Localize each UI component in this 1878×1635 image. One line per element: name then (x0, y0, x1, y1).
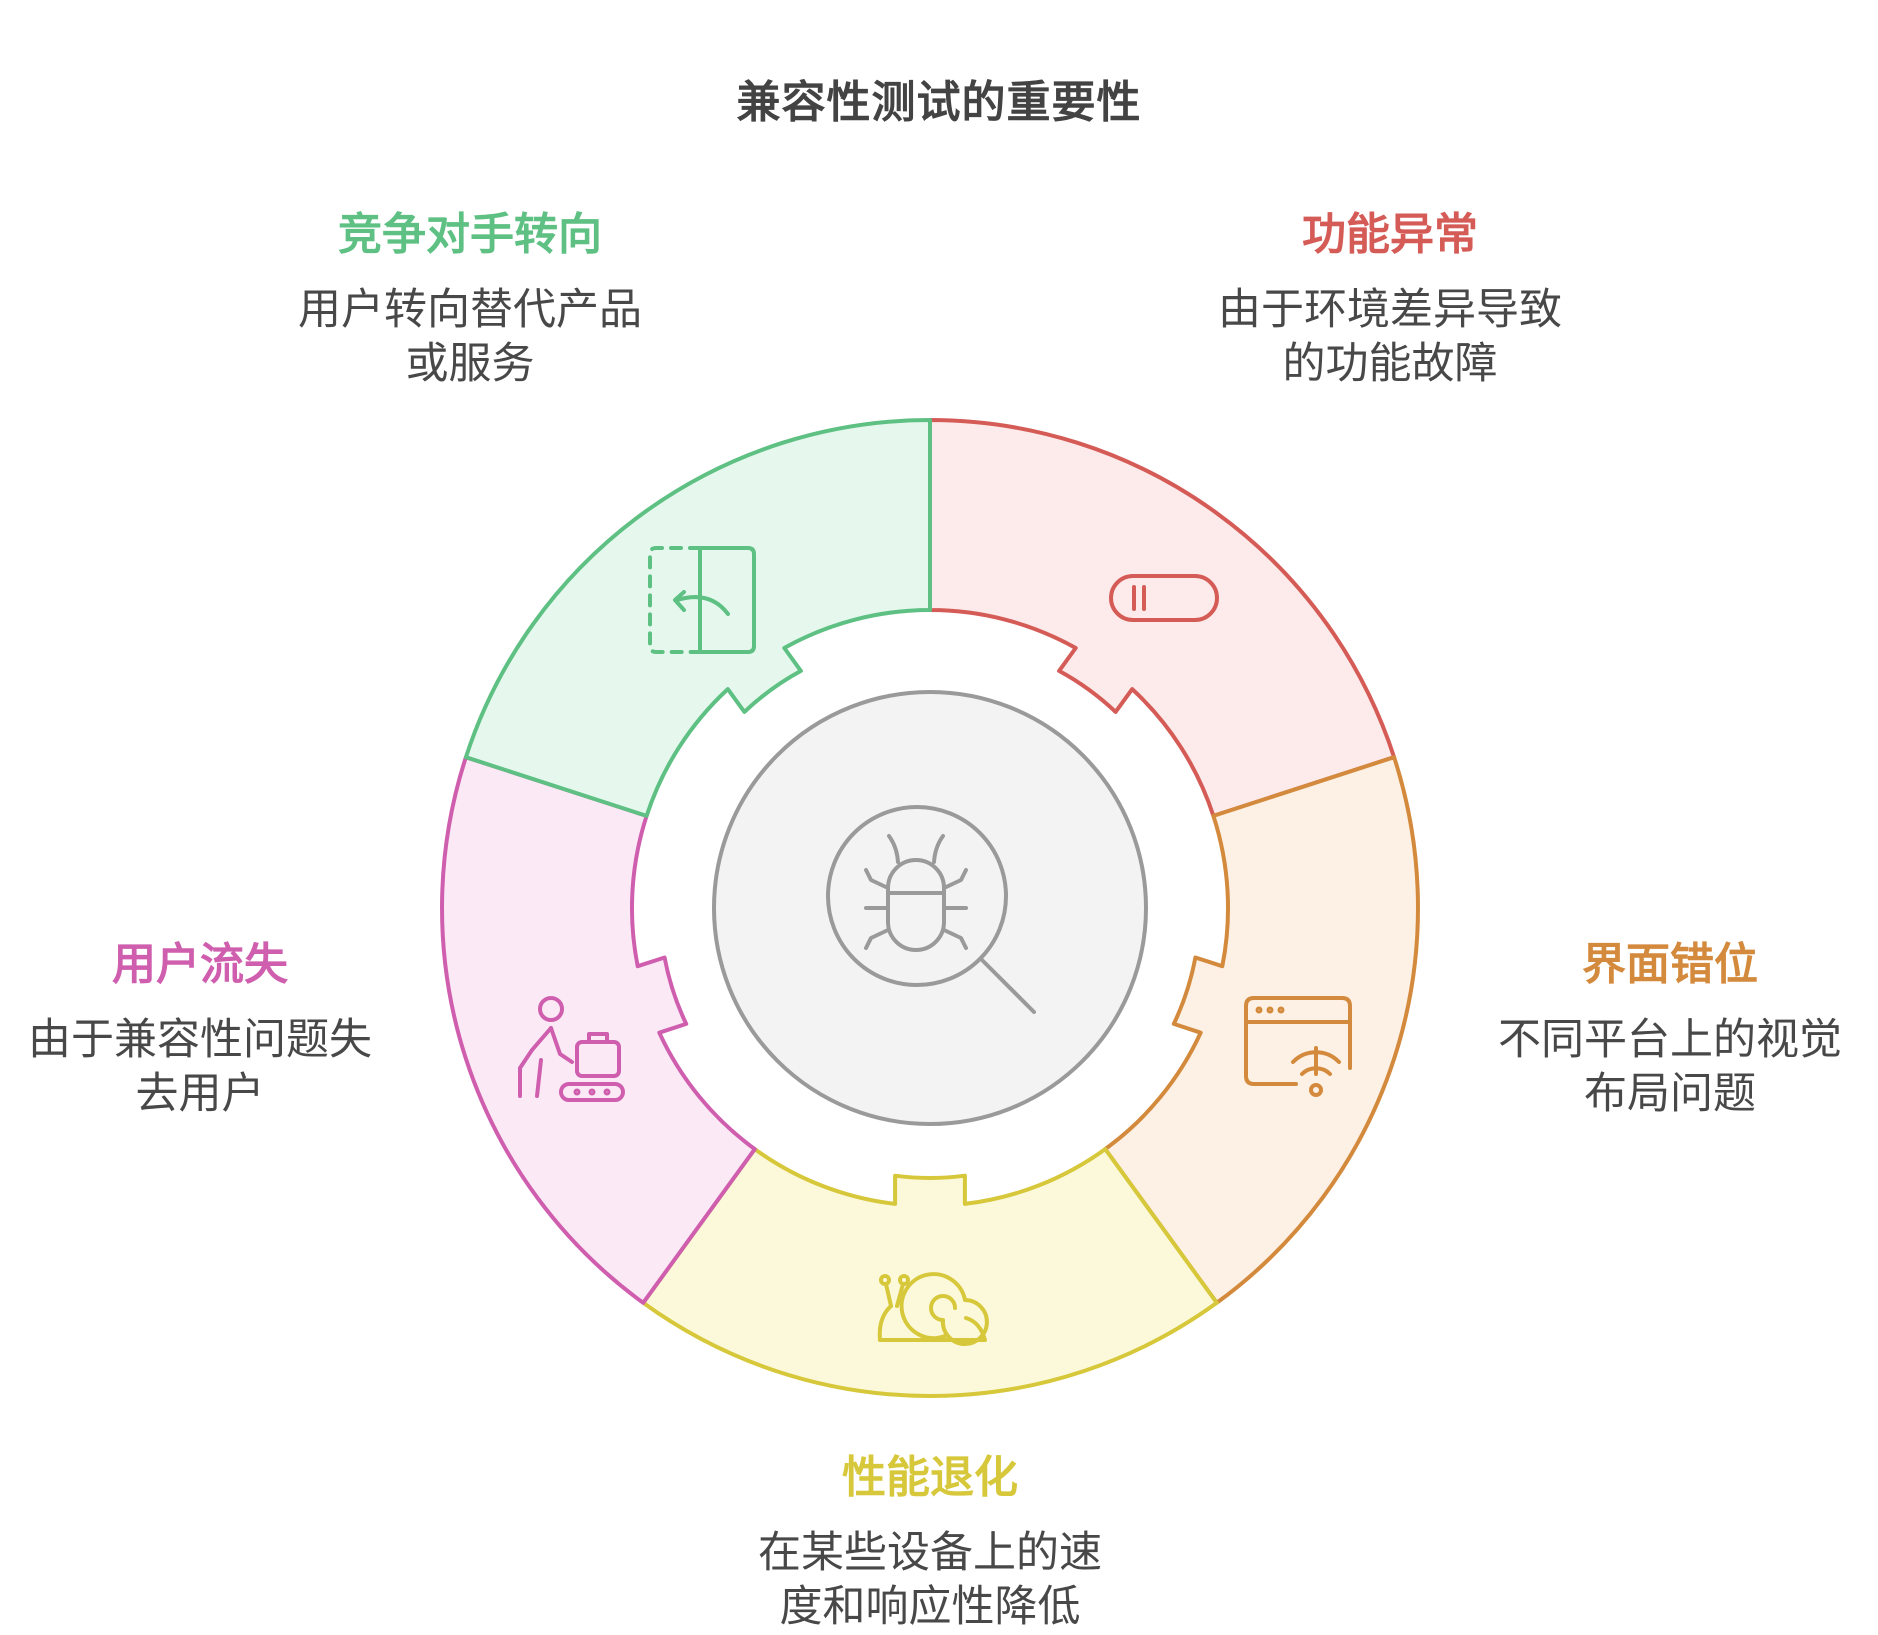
segment-icons (518, 546, 1352, 1346)
snail-icon (877, 1272, 989, 1346)
bug-search-icon (826, 805, 1036, 1014)
segment-competitor (463, 418, 932, 818)
desc-competitor: 用户转向替代产品 或服务 (270, 283, 670, 391)
heading-churn: 用户流失 (112, 939, 288, 990)
person-luggage-icon (518, 996, 625, 1102)
desc-performance-line-1: 在某些设备上的速 (758, 1528, 1102, 1578)
label-functional: 功能异常 由于环境差异导致 的功能故障 (1190, 205, 1590, 391)
page-title: 兼容性测试的重要性 (736, 77, 1142, 128)
label-performance: 性能退化 在某些设备上的速 度和响应性降低 (730, 1448, 1130, 1634)
heading-competitor: 竞争对手转向 (338, 209, 602, 260)
toggle-off-icon (1109, 574, 1219, 622)
desc-ui-line-2: 布局问题 (1584, 1069, 1756, 1119)
desc-churn: 由于兼容性问题失 去用户 (0, 1013, 400, 1121)
label-churn: 用户流失 由于兼容性问题失 去用户 (0, 935, 400, 1121)
label-ui: 界面错位 不同平台上的视觉 布局问题 (1470, 935, 1870, 1121)
switch-door-icon (648, 546, 756, 654)
desc-functional-line-1: 由于环境差异导致 (1218, 285, 1562, 335)
desc-churn-line-2: 去用户 (135, 1069, 265, 1119)
desc-competitor-line-1: 用户转向替代产品 (298, 285, 642, 335)
desc-ui-line-1: 不同平台上的视觉 (1498, 1015, 1842, 1065)
desc-functional-line-2: 的功能故障 (1282, 339, 1498, 389)
center-circle (712, 690, 1148, 1126)
desc-competitor-line-2: 或服务 (405, 339, 535, 389)
center-hub (712, 690, 1148, 1126)
browser-loading-icon (1244, 996, 1352, 1097)
desc-churn-line-1: 由于兼容性问题失 (28, 1015, 372, 1065)
ring-segments (440, 418, 1420, 1398)
desc-functional: 由于环境差异导致 的功能故障 (1190, 283, 1590, 391)
heading-functional: 功能异常 (1302, 209, 1478, 260)
desc-performance-line-2: 度和响应性降低 (779, 1582, 1081, 1632)
heading-ui: 界面错位 (1582, 939, 1758, 990)
label-competitor: 竞争对手转向 用户转向替代产品 或服务 (270, 205, 670, 391)
heading-performance: 性能退化 (842, 1452, 1018, 1503)
desc-ui: 不同平台上的视觉 布局问题 (1470, 1013, 1870, 1121)
desc-performance: 在某些设备上的速 度和响应性降低 (730, 1526, 1130, 1634)
